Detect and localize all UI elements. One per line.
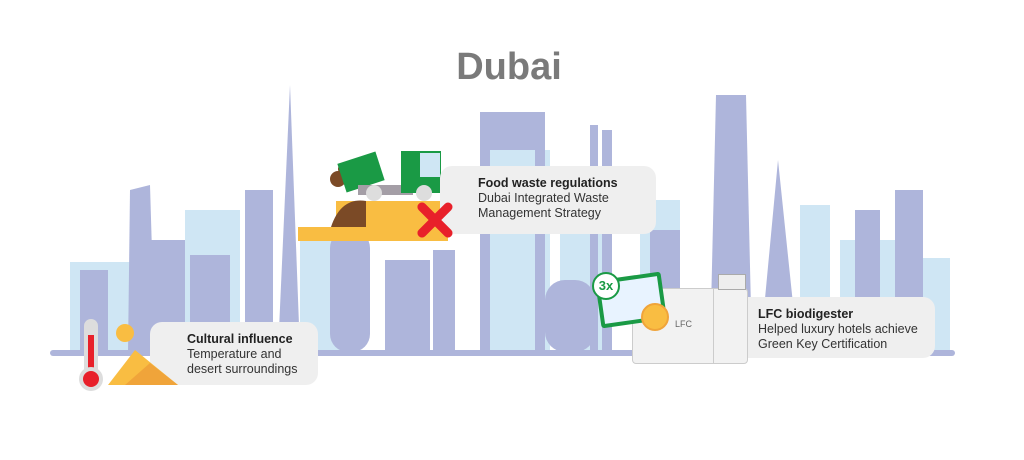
page-title: Dubai	[456, 46, 562, 88]
callout-heading: Cultural influence	[187, 332, 293, 346]
callout-heading: LFC biodigester	[758, 307, 854, 321]
machine-label: LFC	[675, 319, 693, 329]
thermometer-desert-icon	[79, 319, 178, 391]
callout-food-waste: Food waste regulations Dubai Integrated …	[440, 166, 656, 234]
garbage-truck-icon	[298, 151, 453, 241]
callout-line: Green Key Certification	[758, 337, 888, 351]
award-seal-icon	[641, 303, 669, 331]
callout-line: Helped luxury hotels achieve	[758, 322, 918, 336]
callout-line: Temperature and	[187, 347, 282, 361]
callout-line: Management Strategy	[478, 206, 601, 220]
callout-line: desert surroundings	[187, 362, 298, 376]
red-x-icon	[417, 202, 453, 238]
callout-lfc-biodigester: LFC biodigester Helped luxury hotels ach…	[730, 297, 935, 358]
lfc-display	[718, 274, 746, 290]
callout-line: Dubai Integrated Waste	[478, 191, 609, 205]
callout-cultural-influence: Cultural influence Temperature and deser…	[150, 322, 318, 385]
badge-3x: 3x	[592, 272, 620, 300]
callout-heading: Food waste regulations	[478, 176, 618, 190]
